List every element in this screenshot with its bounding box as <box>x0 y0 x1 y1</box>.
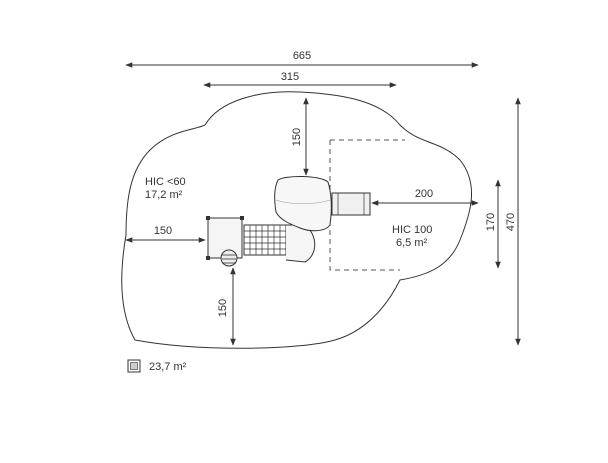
net-bridge <box>243 224 287 256</box>
safety-zone-outline <box>121 91 473 349</box>
tower-detail <box>275 199 331 205</box>
dim-center-width-label: 315 <box>281 71 299 83</box>
legend-total-area: 23,7 m² <box>149 361 187 373</box>
climbing-disc <box>220 249 238 267</box>
right-zone-area: 6,5 m² <box>396 237 428 249</box>
left-zone-area: 17,2 m² <box>145 189 183 201</box>
dim-slide-run-label: 200 <box>415 188 433 200</box>
dim-left-clearance-label: 150 <box>154 225 172 237</box>
dim-bottom-clearance-label: 150 <box>217 299 229 317</box>
dim-total-width-label: 665 <box>293 50 311 62</box>
left-zone-hic: HIC <60 <box>145 176 186 188</box>
dim-right-short-label: 170 <box>485 213 497 231</box>
slide <box>331 192 371 216</box>
slide-zone-dashed <box>329 140 400 271</box>
dim-top-clearance-label: 150 <box>291 128 303 146</box>
right-zone-hic: HIC 100 <box>392 224 432 236</box>
dim-total-height-label: 470 <box>505 213 517 231</box>
surface-area-icon <box>127 359 141 373</box>
